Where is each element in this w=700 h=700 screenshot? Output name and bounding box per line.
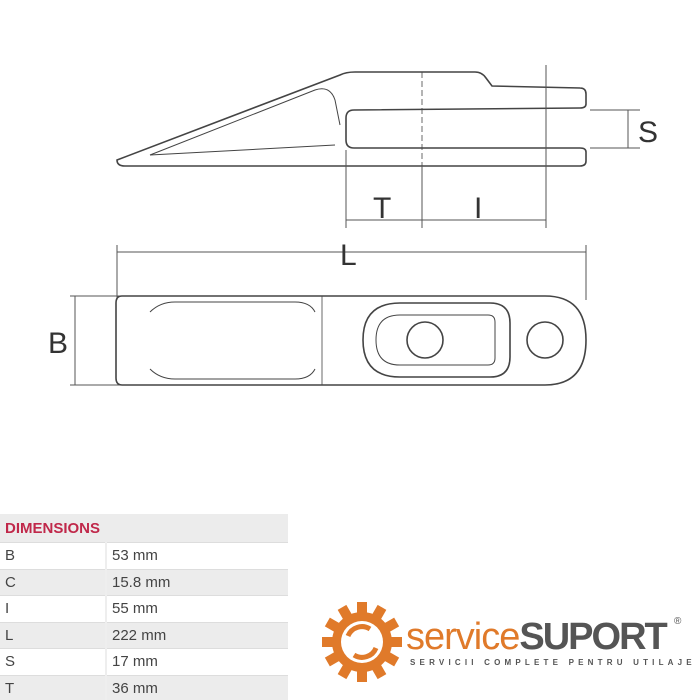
dim-value: 36 mm [106,675,288,700]
technical-drawing: T I S L B [48,65,658,386]
gear-icon [322,602,402,682]
dim-key: I [0,595,107,623]
dim-value: 17 mm [106,648,288,676]
dim-key: T [0,675,107,700]
label-I: I [474,192,482,225]
brand-bold: SUPORT [519,616,667,658]
top-view [115,295,587,386]
dim-key: B [0,542,107,570]
dim-key: S [0,648,107,676]
brand-name: serviceSUPORT [406,616,668,659]
label-L: L [340,239,357,272]
registered-mark: ® [674,616,682,627]
dimension-lines [70,65,640,386]
dim-key: C [0,569,107,596]
dim-key: L [0,622,107,649]
brand-tagline: SERVICII COMPLETE PENTRU UTILAJE [410,658,696,667]
dimensions-header: DIMENSIONS [0,514,288,543]
side-view [116,71,587,167]
dim-value: 53 mm [106,542,288,570]
dim-value: 15.8 mm [106,569,288,596]
dim-value: 55 mm [106,595,288,623]
label-T: T [373,192,391,225]
label-S: S [638,116,658,149]
label-B: B [48,327,68,360]
servicesuport-logo: serviceSUPORT ® SERVICII COMPLETE PENTRU… [322,598,692,688]
dim-value: 222 mm [106,622,288,649]
brand-light: service [406,616,520,658]
